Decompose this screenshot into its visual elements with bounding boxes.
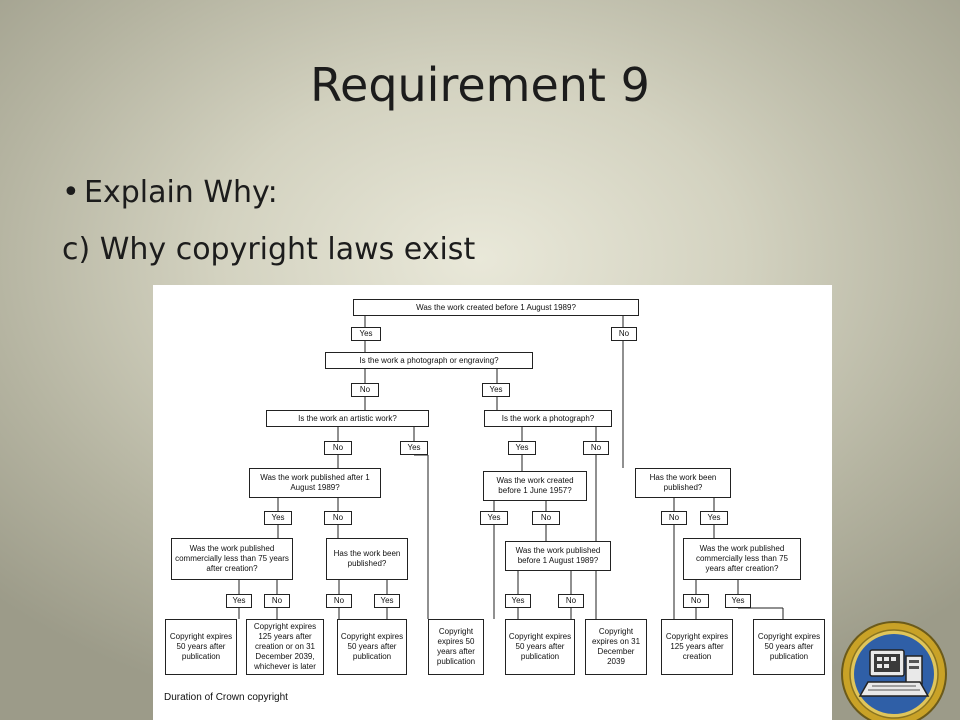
slide-title: Requirement 9 <box>310 58 650 112</box>
tag-no-11: No <box>683 594 709 608</box>
outcome-50yrs-3-text: Copyright expires 50 years after publica… <box>436 627 476 666</box>
outcome-125yrs: Copyright expires 125 years after creati… <box>661 619 733 675</box>
tag-no-8-text: No <box>271 596 283 605</box>
tag-no-9: No <box>326 594 352 608</box>
tag-yes-4: Yes <box>508 441 536 455</box>
q-has-published-mid-text: Has the work been published? <box>333 549 401 568</box>
tag-yes-1: Yes <box>351 327 381 341</box>
tag-yes-8-text: Yes <box>232 596 246 605</box>
q-commercial-75-right: Was the work published commercially less… <box>683 538 801 580</box>
q-created-1957: Was the work created before 1 June 1957? <box>483 471 587 501</box>
flowchart-connectors <box>238 316 784 619</box>
q-commercial-75-right-text: Was the work published commercially less… <box>695 544 789 573</box>
bullet-dot-icon: • <box>62 175 80 210</box>
tag-yes-3-text: Yes <box>407 443 421 452</box>
tag-no-4-text: No <box>590 443 602 452</box>
tag-yes-2: Yes <box>482 383 510 397</box>
tag-no-2: No <box>351 383 379 397</box>
tag-yes-10: Yes <box>505 594 531 608</box>
q-published-after: Was the work published after 1 August 19… <box>249 468 381 498</box>
tag-no-2-text: No <box>359 385 371 394</box>
outcome-50yrs-5: Copyright expires 50 years after publica… <box>753 619 825 675</box>
outcome-50yrs-4: Copyright expires 50 years after publica… <box>505 619 575 675</box>
tag-no-10: No <box>558 594 584 608</box>
sub-item: c) Why copyright laws exist <box>62 232 476 267</box>
outcome-50yrs-1-text: Copyright expires 50 years after publica… <box>169 632 233 661</box>
q-artistic: Is the work an artistic work? <box>266 410 429 427</box>
tag-yes-9: Yes <box>374 594 400 608</box>
tag-yes-5-text: Yes <box>271 513 285 522</box>
q-published-before-1989-text: Was the work published before 1 August 1… <box>515 546 601 565</box>
q-photo-engraving: Is the work a photograph or engraving? <box>325 352 533 369</box>
outcome-50yrs-2-text: Copyright expires 50 years after publica… <box>340 632 404 661</box>
tag-yes-10-text: Yes <box>511 596 525 605</box>
q-published-before-1989: Was the work published before 1 August 1… <box>505 541 611 571</box>
tag-no-10-text: No <box>565 596 577 605</box>
tag-no-9-text: No <box>333 596 345 605</box>
tag-no-1-text: No <box>618 329 630 338</box>
tag-yes-9-text: Yes <box>380 596 394 605</box>
q-created-1957-text: Was the work created before 1 June 1957? <box>496 476 574 495</box>
tag-no-5-text: No <box>332 513 344 522</box>
outcome-125yrs-2039-text: Copyright expires 125 years after creati… <box>253 622 317 671</box>
flowchart-caption: Duration of Crown copyright <box>164 692 288 703</box>
q-published-after-text: Was the work published after 1 August 19… <box>260 473 370 492</box>
tag-no-3-text: No <box>332 443 344 452</box>
q-commercial-75-left-text: Was the work published commercially less… <box>175 544 289 573</box>
tag-no-6-text: No <box>540 513 552 522</box>
outcome-125yrs-2039: Copyright expires 125 years after creati… <box>246 619 324 675</box>
tag-yes-7: Yes <box>700 511 728 525</box>
outcome-50yrs-3: Copyright expires 50 years after publica… <box>428 619 484 675</box>
q-before-1989-text: Was the work created before 1 August 198… <box>416 302 576 312</box>
tag-yes-3: Yes <box>400 441 428 455</box>
tag-yes-11-text: Yes <box>731 596 745 605</box>
q-has-published-right-text: Has the work been published? <box>649 473 717 492</box>
computers-merit-badge-icon <box>841 621 947 720</box>
outcome-2039-text: Copyright expires on 31 December 2039 <box>591 627 641 666</box>
outcome-50yrs-2: Copyright expires 50 years after publica… <box>337 619 407 675</box>
tag-yes-11: Yes <box>725 594 751 608</box>
tag-yes-1-text: Yes <box>359 329 373 338</box>
tag-no-1: No <box>611 327 637 341</box>
outcome-50yrs-1: Copyright expires 50 years after publica… <box>165 619 237 675</box>
outcome-125yrs-text: Copyright expires 125 years after creati… <box>665 632 729 661</box>
outcome-50yrs-4-text: Copyright expires 50 years after publica… <box>508 632 572 661</box>
q-before-1989: Was the work created before 1 August 198… <box>353 299 639 316</box>
copyright-flowchart: Was the work created before 1 August 198… <box>153 285 832 720</box>
tag-yes-4-text: Yes <box>515 443 529 452</box>
tag-yes-6-text: Yes <box>487 513 501 522</box>
tag-no-4: No <box>583 441 609 455</box>
tag-no-11-text: No <box>690 596 702 605</box>
tag-no-5: No <box>324 511 352 525</box>
q-photograph-text: Is the work a photograph? <box>501 413 595 423</box>
q-has-published-mid: Has the work been published? <box>326 538 408 580</box>
bullet-text: Explain Why: <box>84 175 278 210</box>
outcome-50yrs-5-text: Copyright expires 50 years after publica… <box>757 632 821 661</box>
outcome-2039: Copyright expires on 31 December 2039 <box>585 619 647 675</box>
tag-no-7-text: No <box>668 513 680 522</box>
q-artistic-text: Is the work an artistic work? <box>298 413 397 423</box>
tag-no-8: No <box>264 594 290 608</box>
tag-yes-5: Yes <box>264 511 292 525</box>
bullet-item: •Explain Why: <box>62 175 278 210</box>
q-photograph: Is the work a photograph? <box>484 410 612 427</box>
tag-yes-6: Yes <box>480 511 508 525</box>
tag-yes-7-text: Yes <box>707 513 721 522</box>
tag-yes-8: Yes <box>226 594 252 608</box>
q-commercial-75-left: Was the work published commercially less… <box>171 538 293 580</box>
tag-no-3: No <box>324 441 352 455</box>
tag-yes-2-text: Yes <box>489 385 503 394</box>
tag-no-6: No <box>532 511 560 525</box>
q-has-published-right: Has the work been published? <box>635 468 731 498</box>
tag-no-7: No <box>661 511 687 525</box>
q-photo-engraving-text: Is the work a photograph or engraving? <box>359 355 499 365</box>
